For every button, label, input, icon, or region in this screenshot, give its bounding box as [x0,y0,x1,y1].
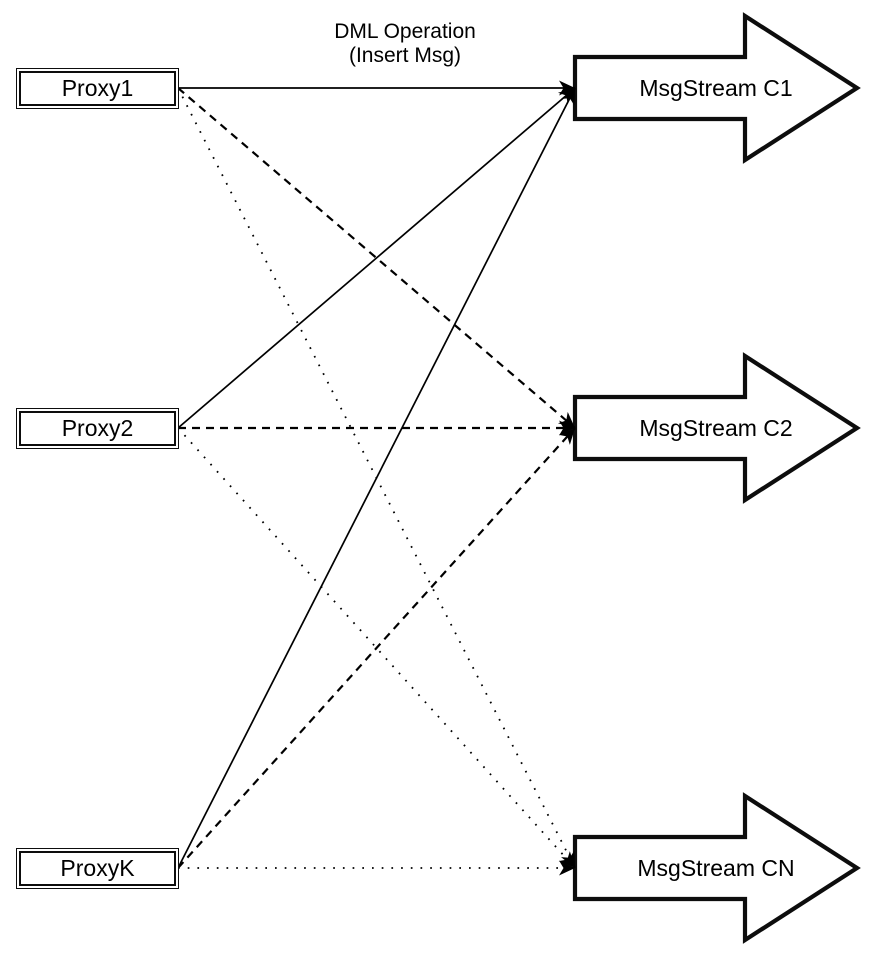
connection-proxy2-to-c1 [177,87,576,429]
connection-proxy1-to-c2 [177,87,576,429]
proxyk-label: ProxyK [19,851,176,886]
connection-proxyk-to-c2 [177,427,576,869]
proxyk-node: ProxyK [16,848,179,889]
dml-operation-label: DML Operation (Insert Msg) [255,20,555,68]
dml-operation-label-line1: DML Operation [334,20,476,43]
proxy1-node: Proxy1 [16,68,179,109]
proxy2-node: Proxy2 [16,408,179,449]
msgstream-cn-arrow-shape [572,792,861,944]
msgstream-c2-arrow-shape [572,352,861,504]
proxy1-label: Proxy1 [19,71,176,106]
proxy2-label: Proxy2 [19,411,176,446]
connection-lines [177,80,576,876]
msgstream-c1-arrow-shape [572,12,861,164]
connection-proxyk-to-c1 [177,87,576,869]
dml-operation-label-line2: (Insert Msg) [348,44,461,67]
